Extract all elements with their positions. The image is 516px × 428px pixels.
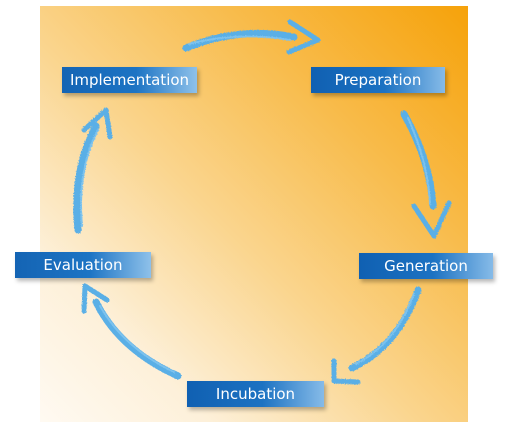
stage-generation: Generation (359, 253, 493, 279)
arrow-preparation-to-generation (400, 110, 452, 239)
stage-implementation: Implementation (62, 67, 197, 93)
stage-label: Implementation (69, 71, 190, 89)
stage-evaluation: Evaluation (15, 252, 151, 278)
stage-label: Preparation (334, 71, 422, 89)
stage-label: Evaluation (43, 256, 123, 274)
stage-label: Generation (384, 257, 468, 275)
stage-preparation: Preparation (311, 67, 445, 93)
stage-label: Incubation (215, 385, 296, 403)
arrow-incubation-to-evaluation (81, 283, 182, 380)
arrow-evaluation-to-implementation (73, 107, 113, 234)
arrow-implementation-to-preparation (182, 19, 321, 55)
stage-incubation: Incubation (187, 381, 324, 407)
arrow-generation-to-incubation (331, 286, 422, 385)
